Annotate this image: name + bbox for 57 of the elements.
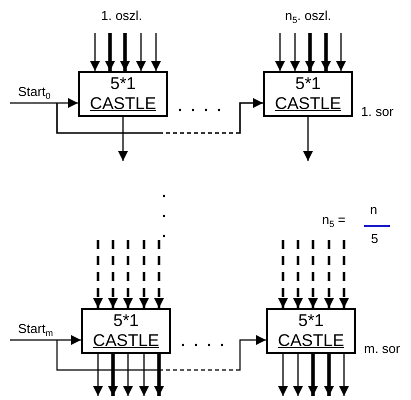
process-box	[78, 71, 168, 117]
label: n$_{5}$. oszl.	[285, 8, 332, 23]
label: 5	[371, 231, 378, 246]
arrow	[324, 240, 334, 308]
arrow	[105, 33, 115, 71]
arrow	[321, 33, 331, 71]
arrow	[93, 240, 103, 308]
arrow	[339, 354, 349, 396]
arrow	[278, 354, 288, 396]
edge-label: Start$_{m}$	[18, 321, 53, 336]
arrow	[303, 117, 313, 161]
box-text: 5*1	[113, 311, 139, 331]
arrow	[278, 240, 288, 308]
arrow	[290, 33, 300, 71]
arrow	[151, 33, 161, 71]
arrow	[10, 98, 78, 108]
box-text: CASTLE	[278, 331, 344, 351]
arrow	[339, 240, 349, 308]
arrow	[10, 335, 81, 345]
bypass-arrow	[56, 335, 266, 371]
bypass-arrow	[56, 98, 263, 134]
box-text: CASTLE	[90, 94, 156, 114]
arrow	[154, 354, 164, 396]
arrow	[305, 33, 315, 71]
arrow	[90, 33, 100, 71]
arrow	[108, 354, 118, 396]
process-box	[266, 308, 356, 354]
box-text: CASTLE	[92, 331, 160, 351]
label: n$_{5}$ =	[322, 212, 346, 227]
box-text: 5*1	[110, 74, 136, 94]
arrow	[93, 354, 103, 396]
arrow	[308, 240, 318, 308]
edge-label: Start$_{0}$	[18, 84, 50, 99]
box-text: CASTLE	[274, 94, 342, 114]
arrow	[293, 240, 303, 308]
arrow	[324, 354, 334, 396]
arrow	[136, 33, 146, 71]
process-box	[263, 71, 353, 117]
arrow	[293, 354, 303, 396]
arrow	[139, 240, 149, 308]
arrow	[308, 354, 318, 396]
label: 1. oszl.	[101, 8, 142, 23]
arrow	[123, 240, 133, 308]
process-box	[81, 308, 171, 354]
box-text: 5*1	[295, 74, 321, 94]
row-label: 1. sor	[361, 104, 394, 119]
arrow	[139, 354, 149, 396]
arrow	[336, 33, 346, 71]
arrow	[120, 33, 130, 71]
arrow	[154, 240, 164, 308]
arrow	[118, 117, 128, 161]
label: n	[370, 202, 378, 217]
arrow	[275, 33, 285, 71]
row-label: m. sor	[364, 341, 400, 356]
arrow	[123, 354, 133, 396]
arrow	[108, 240, 118, 308]
box-text: 5*1	[298, 311, 324, 331]
